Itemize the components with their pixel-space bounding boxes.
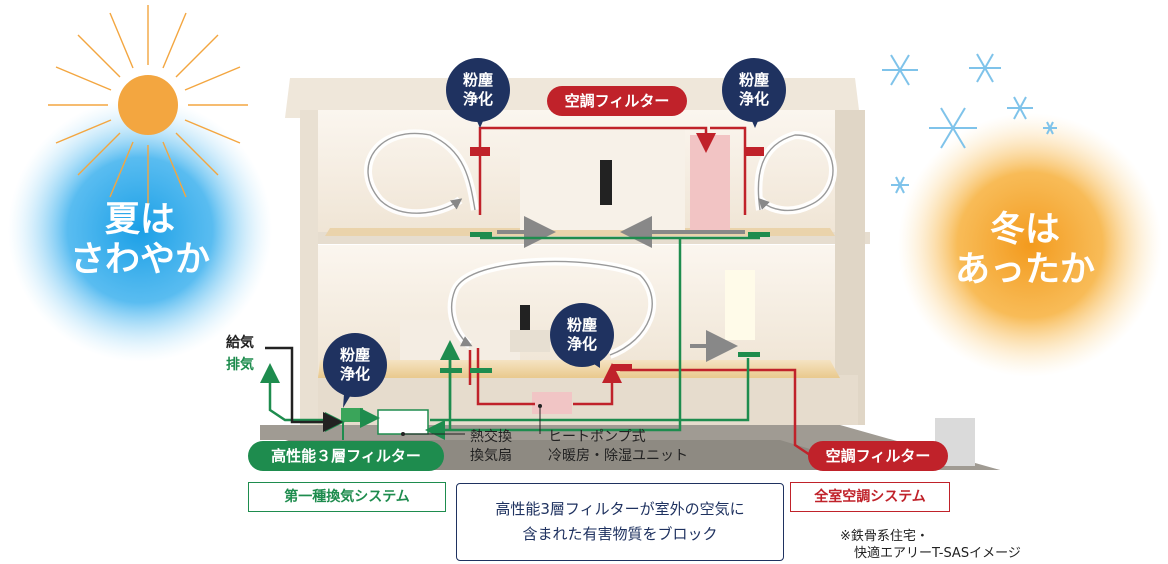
ventilation-system-box: 第一種換気システム xyxy=(248,482,446,512)
badge-line-1: 粉塵 xyxy=(738,71,769,89)
footnote: ※鉄骨系住宅・ 快適エアリーT-SASイメージ xyxy=(840,528,1021,562)
heat-pump-label: ヒートポンプ式 冷暖房・除湿ユニット xyxy=(548,428,688,466)
footnote-line-2: 快適エアリーT-SASイメージ xyxy=(854,546,1021,561)
callout-line-2: 含まれた有害物質をブロック xyxy=(522,525,718,543)
heat-pump-line-2: 冷暖房・除湿ユニット xyxy=(548,448,688,464)
ac-filter-label-top: 空調フィルター xyxy=(547,86,687,116)
fan-line-2: 換気扇 xyxy=(470,448,512,464)
badge-line-1: 粉塵 xyxy=(339,346,370,364)
badge-line-2: 浄化 xyxy=(566,335,597,353)
heat-pump-line-1: ヒートポンプ式 xyxy=(548,429,646,445)
summer-caption: 夏は さわやか xyxy=(60,200,220,280)
filter-callout: 高性能3層フィルターが室外の空気に 含まれた有害物質をブロック xyxy=(456,483,784,561)
badge-line-2: 浄化 xyxy=(738,90,769,108)
heat-exchange-fan-label: 熱交換 換気扇 xyxy=(470,428,512,466)
high-performance-filter-label: 高性能３層フィルター xyxy=(248,441,444,471)
winter-line-2: あったか xyxy=(954,250,1095,290)
ac-filter-label-bottom: 空調フィルター xyxy=(808,441,948,471)
supply-air-label: 給気 xyxy=(226,335,254,351)
winter-caption: 冬は あったか xyxy=(940,210,1110,290)
winter-glow xyxy=(898,113,1162,377)
badge-line-2: 浄化 xyxy=(462,90,493,108)
whole-house-ac-box: 全室空調システム xyxy=(790,482,950,512)
dust-purification-badge: 粉塵 浄化 xyxy=(722,58,786,122)
footnote-line-1: ※鉄骨系住宅・ xyxy=(840,529,929,544)
callout-line-1: 高性能3層フィルターが室外の空気に xyxy=(495,500,745,518)
exhaust-air-label: 排気 xyxy=(226,357,254,373)
dust-purification-badge: 粉塵 浄化 xyxy=(323,333,387,397)
badge-line-2: 浄化 xyxy=(339,365,370,383)
sun-icon xyxy=(48,5,248,205)
winter-line-1: 冬は xyxy=(989,210,1060,250)
badge-line-1: 粉塵 xyxy=(566,316,597,334)
summer-line-2: さわやか xyxy=(69,240,210,280)
dust-purification-badge: 粉塵 浄化 xyxy=(550,303,614,367)
summer-glow xyxy=(8,98,272,362)
badge-line-1: 粉塵 xyxy=(462,71,493,89)
fan-line-1: 熱交換 xyxy=(470,429,512,445)
snowflake-icon xyxy=(882,53,1057,194)
dust-purification-badge: 粉塵 浄化 xyxy=(446,58,510,122)
summer-line-1: 夏は xyxy=(104,200,175,240)
